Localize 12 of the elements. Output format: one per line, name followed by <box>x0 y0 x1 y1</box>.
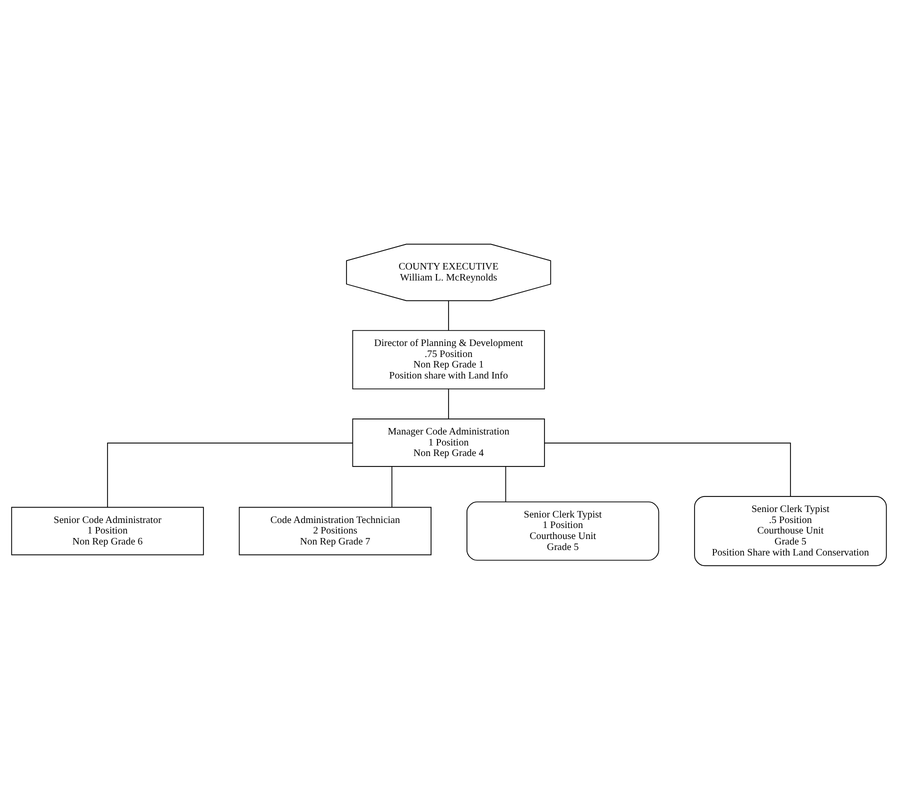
node-box: Senior Clerk Typist 1 Position Courthouse Unit Grade 5 <box>466 501 660 561</box>
connector <box>505 466 506 502</box>
node-box: Director of Planning & Development .75 Position Non Rep Grade 1 Position share with Land Info <box>352 330 545 390</box>
node-box: Senior Clerk Typist .5 Position Courthouse Unit Grade 5 Position Share with Land Conservation <box>694 496 887 566</box>
connector <box>107 442 354 508</box>
connector <box>448 388 449 420</box>
connector <box>391 466 392 508</box>
node-box: Senior Code Administrator 1 Position Non Rep Grade 6 <box>11 506 204 556</box>
node-box: Manager Code Administration 1 Position Non Rep Grade 4 <box>352 418 545 467</box>
connector <box>448 300 449 331</box>
node-box: Code Administration Technician 2 Positions Non Rep Grade 7 <box>238 506 432 556</box>
connector <box>544 442 791 497</box>
